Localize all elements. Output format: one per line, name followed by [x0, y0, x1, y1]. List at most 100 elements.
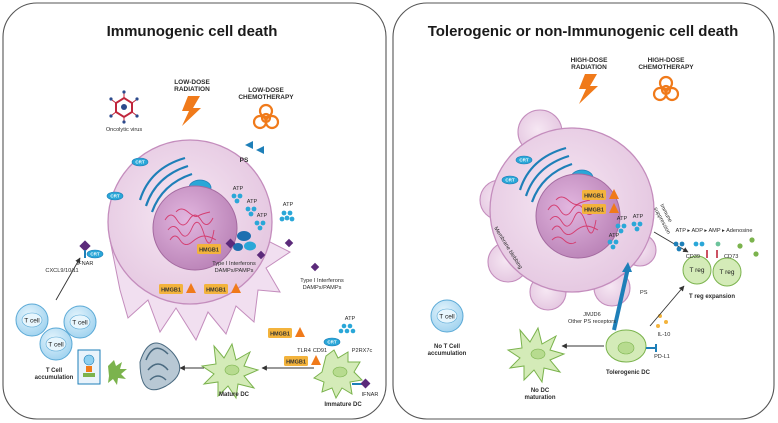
left-atp-group-3 — [254, 220, 266, 231]
left-crt-3: CRT — [90, 252, 99, 257]
left-crt-2: CRT — [110, 194, 119, 199]
cd39-label: CD39 — [686, 254, 700, 260]
left-atp-label-3: ATP — [257, 213, 268, 219]
il10-arrow — [649, 285, 685, 327]
oncolytic-virus-label: Oncolytic virus — [106, 127, 143, 133]
left-atp-group-1 — [231, 193, 243, 204]
lightning-icon — [182, 96, 201, 126]
cxcl-label: CXCL9/10/11 — [45, 268, 78, 274]
right-tcell-label: T cell — [439, 314, 455, 321]
right-atp-label-3: ATP — [609, 233, 620, 239]
low-dose-chemo-line2: CHEMOTHERAPY — [238, 94, 294, 101]
left-dna-strand — [164, 208, 217, 245]
dc-atp-dots — [338, 323, 356, 334]
immature-dc-icon — [312, 349, 364, 400]
tcell-accumulation-line1: T Cell — [46, 368, 63, 374]
left-panel: Immunogenic cell death HMGB1 CRT CRT CRT — [2, 2, 387, 420]
left-hmgb1-cytoplasm — [159, 283, 241, 294]
atp-pathway-dots — [673, 237, 759, 257]
pdl1-receptor — [646, 344, 657, 352]
left-hmgb1-nucleus — [197, 244, 221, 254]
no-dc-maturation-line2: maturation — [524, 395, 555, 401]
left-tcell-label-3: T cell — [48, 342, 64, 349]
high-dose-chemo-line1: HIGH-DOSE — [648, 57, 686, 64]
biohazard-icon — [252, 103, 280, 130]
right-tcell-nucleus — [436, 308, 458, 324]
right-nucleus — [535, 173, 621, 259]
dc-small-icon — [108, 360, 127, 385]
left-hmgb1-floating — [268, 327, 321, 366]
pdl1-label: PD-L1 — [654, 354, 670, 360]
treg-label-2: T reg — [719, 269, 734, 276]
right-atp-group-2 — [631, 221, 643, 232]
no-dc-maturation-icon — [506, 326, 566, 384]
treg-expansion-label: T reg expansion — [689, 294, 735, 300]
left-hmgb1-float-label-2: HMGB1 — [286, 360, 306, 366]
left-ifnar-label: IFNAR — [77, 261, 94, 267]
left-crt-markers: CRT CRT CRT — [86, 157, 149, 259]
left-outer-ifn-diamonds — [284, 238, 320, 272]
dc-atp-label: ATP — [345, 316, 356, 322]
treg-cells — [682, 255, 742, 287]
right-hmgb1-label-2: HMGB1 — [584, 208, 604, 214]
left-hmgb1-cyto-label-2: HMGB1 — [206, 288, 226, 294]
right-ps-label: PS — [640, 290, 648, 296]
ps-receptor-arrow — [612, 267, 630, 331]
right-crt-2: CRT — [505, 178, 514, 183]
il10-label: IL-10 — [658, 332, 671, 338]
left-atp-label-1: ATP — [233, 186, 244, 192]
right-atp-group-1 — [615, 223, 627, 234]
mature-dc-label: Mature DC — [219, 392, 250, 398]
right-dna-strand — [547, 196, 599, 245]
no-tcell-line1: No T Cell — [434, 344, 460, 350]
left-title: Immunogenic cell death — [107, 23, 278, 40]
no-tcell-line2: accumulation — [428, 351, 467, 357]
right-hmgb1-label-1: HMGB1 — [584, 194, 604, 200]
low-dose-radiation-line1: LOW-DOSE — [174, 79, 210, 86]
right-atp-label-1: ATP — [617, 216, 628, 222]
left-nucleus — [152, 185, 238, 271]
high-dose-radiation-line1: HIGH-DOSE — [571, 57, 609, 64]
right-hmgb1-nucleus — [582, 189, 619, 214]
dc-crt-label: CRT — [327, 340, 336, 345]
dc-crt-marker — [323, 337, 341, 347]
high-dose-chemo-line2: CHEMOTHERAPY — [638, 64, 694, 71]
left-type1-ifn-outer-line2: DAMPs/PAMPs — [303, 285, 342, 291]
left-tcell-label-2: T cell — [72, 320, 88, 327]
no-dc-maturation-line1: No DC — [531, 388, 550, 394]
left-ps-marker — [245, 141, 264, 154]
antigen-presentation-icon — [77, 349, 101, 385]
right-endoplasmic-reticulum — [518, 146, 573, 203]
low-dose-chemo-line1: LOW-DOSE — [248, 87, 284, 94]
ps-marker — [622, 262, 632, 272]
to-atp-pathway-arrow — [653, 231, 689, 253]
tolerogenic-dc-icon — [605, 329, 647, 363]
right-panel: Tolerogenic or non-Immunogenic cell deat… — [392, 2, 775, 420]
high-dose-radiation-line2: RADIATION — [571, 64, 607, 71]
right-atp-label-2: ATP — [633, 214, 644, 220]
right-lightning-icon — [579, 74, 598, 104]
mature-dc-icon — [200, 342, 260, 400]
atp-pathway-label: ATP ▸ ADP ▸ AMP ▸ Adenosine — [675, 228, 752, 234]
left-atp-group-2 — [245, 206, 257, 217]
left-t-cell-cluster — [15, 303, 97, 361]
left-ps-label: PS — [240, 157, 249, 164]
low-dose-radiation-line2: RADIATION — [174, 86, 210, 93]
right-crt-markers: CRT CRT — [501, 155, 533, 185]
cd91-label: CD91 — [313, 348, 327, 354]
tolerogenic-dc-label: Tolerogenic DC — [606, 370, 651, 376]
right-crt-1: CRT — [519, 158, 528, 163]
left-type1-ifn-outer-line1: Type I Interferons — [300, 278, 344, 284]
left-atp-label-4: ATP — [283, 202, 294, 208]
left-hmgb1-float-label-1: HMGB1 — [270, 332, 290, 338]
right-title: Tolerogenic or non-Immunogenic cell deat… — [428, 23, 739, 40]
p2rx7c-label: P2RX7c — [352, 348, 373, 354]
dc-ifnar-receptor — [352, 378, 371, 389]
tlr4-label: TLR4 — [297, 348, 311, 354]
left-vesicles — [225, 231, 266, 260]
jmjd6-line2: Other PS receptors — [568, 319, 616, 325]
left-tcell-label-1: T cell — [24, 318, 40, 325]
left-atp-label-2: ATP — [247, 199, 258, 205]
